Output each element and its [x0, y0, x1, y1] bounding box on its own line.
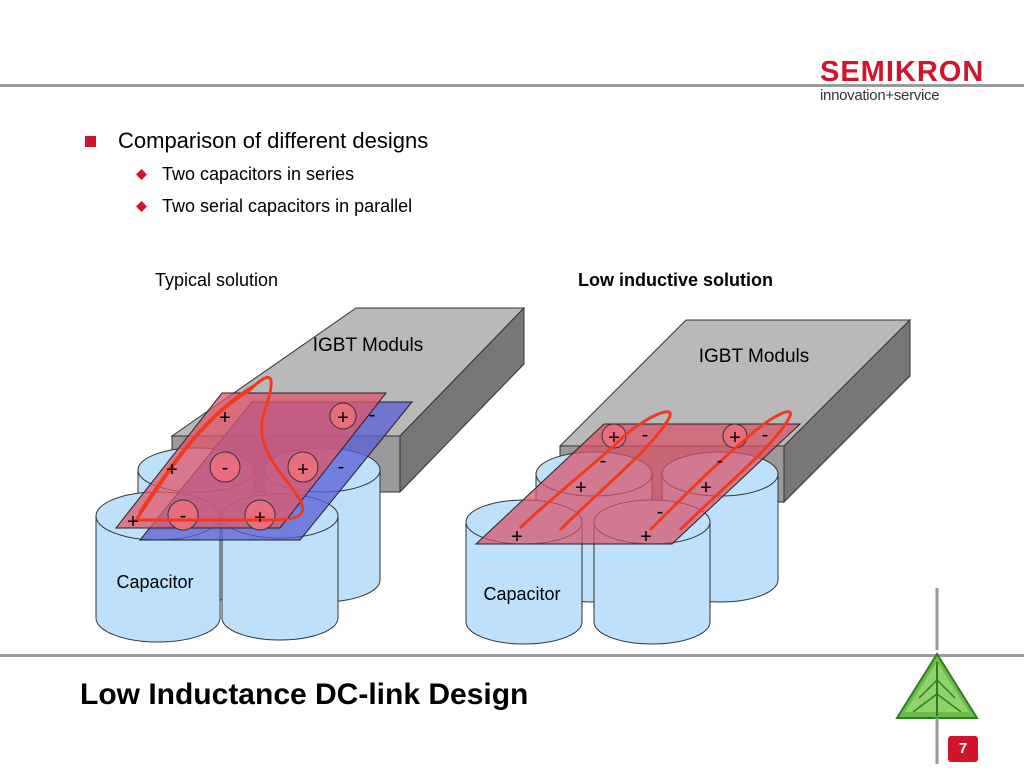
plus-sign: + — [640, 526, 652, 548]
minus-sign: - — [180, 505, 187, 527]
page-number: 7 — [948, 736, 978, 762]
leaf-tree-icon — [895, 588, 979, 764]
plus-sign: + — [219, 407, 231, 429]
plus-sign: + — [254, 507, 266, 529]
igbt-module-label: IGBT Moduls — [699, 346, 810, 367]
plus-sign: + — [700, 477, 712, 499]
plus-sign: + — [608, 427, 620, 449]
bullet-text: Comparison of different designs — [118, 128, 429, 153]
logo-tagline: innovation+service — [820, 87, 940, 104]
bullet-level1: Comparison of different designs — [85, 128, 428, 154]
bullet-text: Two capacitors in series — [162, 164, 355, 184]
plus-sign: + — [511, 526, 523, 548]
plus-sign: + — [729, 427, 741, 449]
diamond-bullet-icon — [136, 201, 147, 212]
low-inductive-heading: Low inductive solution — [578, 270, 773, 290]
minus-sign: - — [762, 424, 769, 446]
current-path — [648, 410, 792, 532]
semikron-logo: SEMIKRON innovation+service — [820, 56, 985, 105]
slide-title: Low Inductance DC-link Design — [80, 678, 529, 711]
header-rule — [0, 84, 1024, 87]
plus-sign: + — [337, 407, 349, 429]
igbt-module-label: IGBT Moduls — [313, 335, 424, 356]
current-path — [518, 410, 672, 532]
footer-rule — [0, 654, 1024, 657]
bullet-level2-2: Two serial capacitors in parallel — [136, 196, 412, 217]
logo-wordmark: SEMIKRON — [820, 56, 985, 88]
plus-sign: + — [166, 459, 178, 481]
minus-sign: - — [369, 404, 376, 426]
minus-sign: - — [338, 456, 345, 478]
busbar-plus — [474, 423, 802, 545]
terminals — [167, 402, 357, 531]
plus-sign: + — [127, 511, 139, 533]
minus-sign: - — [600, 450, 607, 472]
bullet-level2-1: Two capacitors in series — [136, 164, 354, 185]
diamond-bullet-icon — [136, 169, 147, 180]
minus-sign: - — [717, 450, 724, 472]
minus-sign: - — [642, 424, 649, 446]
minus-sign: - — [657, 501, 664, 523]
capacitor-label: Capacitor — [116, 572, 193, 592]
plus-sign: + — [297, 459, 309, 481]
busbar-plus — [114, 392, 388, 529]
typical-solution-heading: Typical solution — [155, 270, 279, 290]
plus-sign: + — [575, 477, 587, 499]
square-bullet-icon — [85, 135, 96, 147]
minus-sign: - — [222, 457, 229, 479]
bullet-text: Two serial capacitors in parallel — [162, 196, 413, 216]
capacitor-label: Capacitor — [483, 584, 560, 604]
